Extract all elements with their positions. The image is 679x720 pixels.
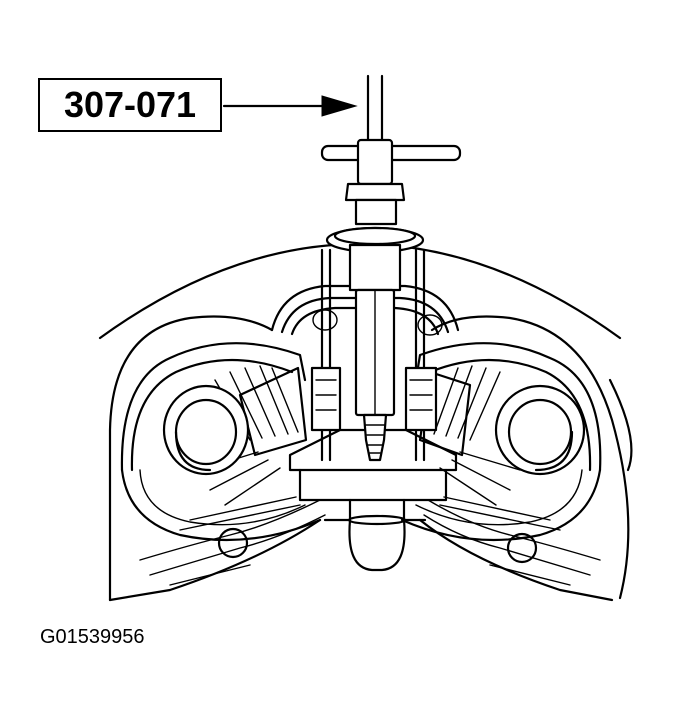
callout-arrow [222,95,358,117]
left-linkage [139,496,326,586]
tool-number-callout: 307-071 [38,78,222,132]
right-linkage [423,496,601,586]
center-column [288,248,458,502]
case-bottom [108,518,614,602]
left-bearing-ring [162,384,250,476]
lower-cup [323,498,427,572]
case-outline [108,315,630,602]
right-housing [400,342,633,542]
special-tool [320,74,462,462]
right-bearing-ring [494,384,586,476]
figure-id: G01539956 [40,626,145,648]
tool-number-label: 307-071 [63,84,197,125]
